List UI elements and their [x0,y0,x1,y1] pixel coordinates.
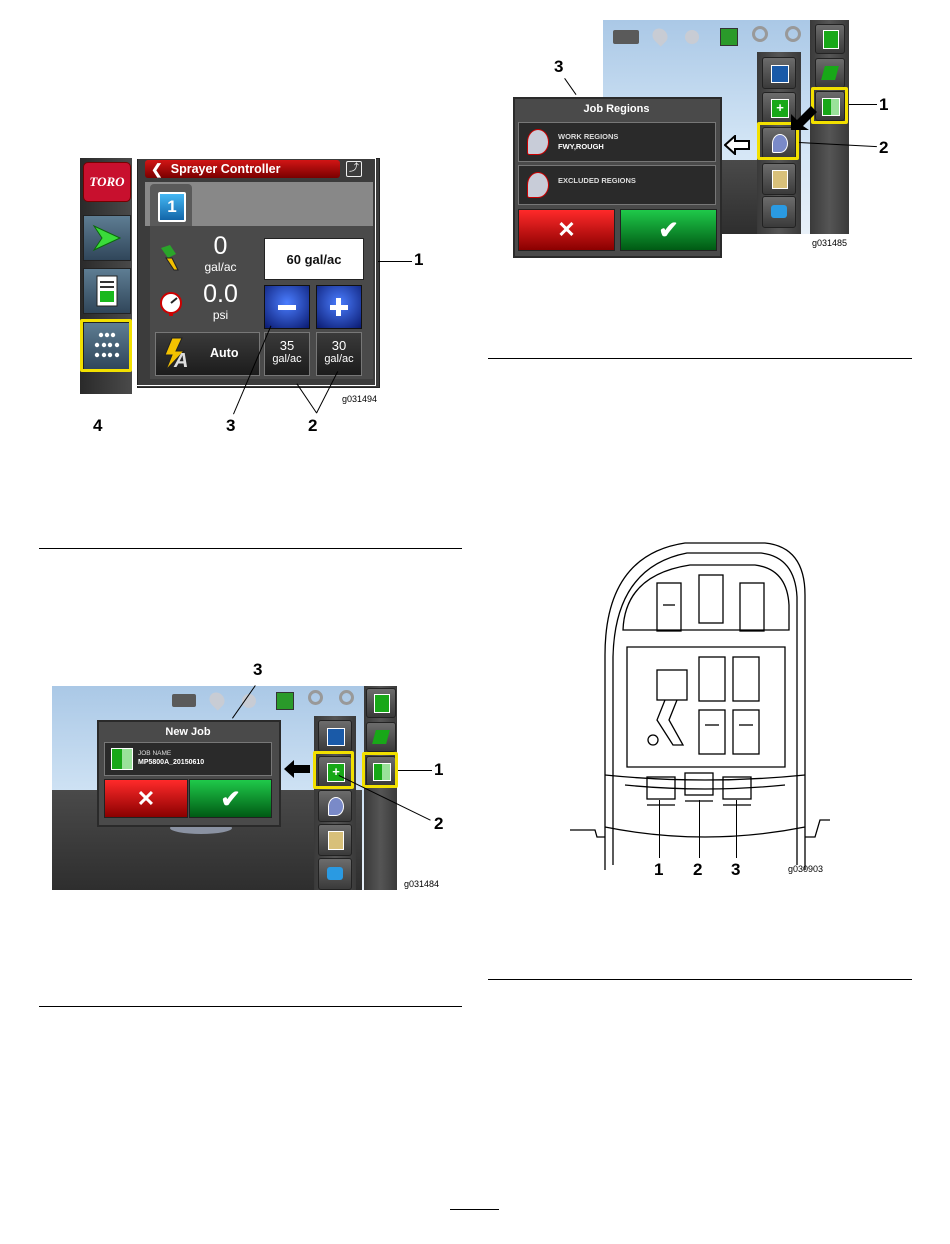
new-job-strip-book-button[interactable] [366,688,396,718]
excluded-regions-label: EXCLUDED REGIONS [558,176,636,185]
report-button[interactable] [83,268,131,314]
swap-icon [771,205,787,218]
new-job-figure-id: g031484 [404,879,439,889]
job-regions-callout-1-leader [849,104,877,105]
section-divider-left-2 [39,1006,462,1007]
console-line-drawing [565,535,835,875]
job-name-value: MP5800A_20150610 [138,759,204,766]
excluded-regions-icon [527,172,549,198]
new-job-callout-2: 2 [434,814,443,834]
list-icon [327,728,345,746]
toro-logo-text: TORO [89,174,124,190]
console-callout-2-leader [699,800,700,858]
job-name-icon [111,748,133,770]
navigation-arrow-button[interactable] [83,215,131,261]
job-regions-dialog-title: Job Regions [513,103,720,115]
job-regions-menu-swap-button[interactable] [762,196,796,228]
job-regions-menu-list-button[interactable] [762,57,796,89]
new-job-toolbar-map-icon[interactable] [276,692,294,710]
new-job-callout-1: 1 [434,760,443,780]
new-job-menu-list-button[interactable] [318,720,352,752]
navigation-arrow-icon [84,216,130,260]
work-regions-row[interactable]: WORK REGIONS FWY,ROUGH [518,122,716,162]
console-callout-1: 1 [654,860,663,880]
job-regions-toolbar-dot-icon[interactable] [685,30,699,44]
new-job-toolbar-gps-icon[interactable] [172,694,196,707]
sprayer-panel-outline [136,158,376,386]
job-regions-confirm-button[interactable]: ✔ [620,209,717,251]
sprayer-callout-1: 1 [414,250,423,270]
new-job-callout-3: 3 [253,660,262,680]
console-callout-3-leader [736,800,737,858]
sprayer-callout-2: 2 [308,416,317,436]
job-regions-toolbar-map-icon[interactable] [720,28,738,46]
new-job-callout-1-leader [398,770,432,771]
job-regions-callout-3: 3 [554,57,563,77]
add-job-icon: + [771,99,789,118]
callout-1-leader [378,261,412,262]
highlight-sprayer-button [80,319,132,372]
new-job-menu-swap-button[interactable] [318,858,352,890]
cancel-x-icon: ✕ [519,217,614,243]
job-regions-callout-1: 1 [879,95,888,115]
sprayer-callout-3: 3 [226,416,235,436]
job-regions-figure-id: g031485 [812,238,847,248]
console-callout-3: 3 [731,860,740,880]
new-job-pointer-arrow [284,760,310,778]
region-icon [328,797,344,816]
console-figure-id: g030903 [788,864,823,874]
work-regions-label: WORK REGIONS [558,132,618,141]
sprayer-figure-id: g031494 [342,394,377,404]
job-name-label: JOB NAME [138,750,171,757]
job-regions-menu-edit-button[interactable] [762,163,796,195]
work-regions-icon [527,129,549,155]
book-icon [823,30,839,49]
book-icon [374,694,390,713]
report-icon [84,269,130,313]
job-regions-diagonal-arrow [789,102,819,132]
page-footer-rule [450,1209,499,1210]
new-job-menu-region-button[interactable] [318,790,352,822]
job-regions-strip-field-button[interactable] [815,58,845,88]
new-job-zoom-in-icon[interactable] [339,690,354,705]
toro-logo[interactable]: TORO [83,162,131,202]
new-job-highlight-add-button [313,751,354,789]
confirm-check-icon: ✔ [621,216,716,245]
edit-icon [772,170,788,189]
new-job-menu-edit-button[interactable] [318,824,352,856]
field-icon [372,730,390,744]
job-regions-cancel-button[interactable]: ✕ [518,209,615,251]
job-regions-toolbar-gps-icon[interactable] [613,30,639,44]
new-job-confirm-button[interactable]: ✔ [189,779,272,818]
section-divider-right-2 [488,979,912,980]
cancel-x-icon: ✕ [105,786,187,812]
job-regions-callout-2: 2 [879,138,888,158]
console-callout-1-leader [659,800,660,858]
edit-icon [328,831,344,850]
work-regions-value: FWY,ROUGH [558,142,604,151]
new-job-strip-field-button[interactable] [366,722,396,752]
job-regions-pointer-arrow [724,135,750,155]
new-job-zoom-out-icon[interactable] [308,690,323,705]
list-icon [771,65,789,83]
job-regions-zoom-in-icon[interactable] [785,26,801,42]
confirm-check-icon: ✔ [190,785,271,814]
new-job-cancel-button[interactable]: ✕ [104,779,188,818]
section-divider-left-1 [39,548,462,549]
section-divider-right-1 [488,358,912,359]
new-job-name-row[interactable]: JOB NAME MP5800A_20150610 [104,742,272,776]
new-job-highlight-job-button [362,752,398,788]
job-regions-zoom-out-icon[interactable] [752,26,768,42]
excluded-regions-row[interactable]: EXCLUDED REGIONS [518,165,716,205]
new-job-dialog-title: New Job [97,726,279,738]
sprayer-callout-4: 4 [93,416,102,436]
job-regions-strip-book-button[interactable] [815,24,845,54]
job-regions-callout-3-leader [564,78,576,95]
console-callout-2: 2 [693,860,702,880]
field-icon [821,66,839,80]
swap-icon [327,867,343,880]
